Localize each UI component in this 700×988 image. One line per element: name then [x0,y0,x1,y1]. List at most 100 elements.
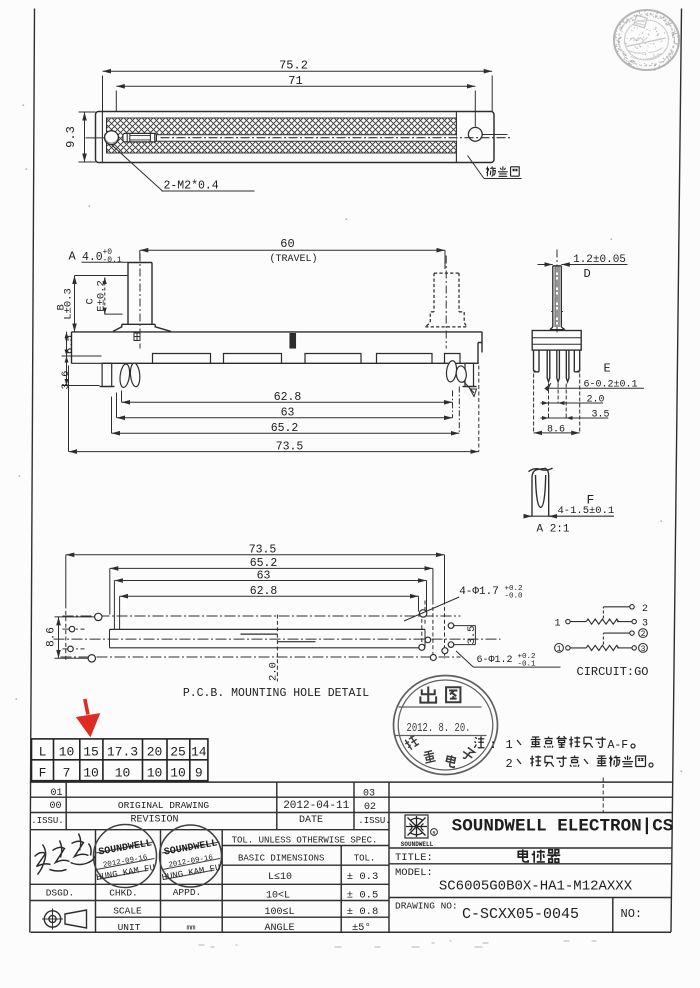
svg-text:4-1.5±0.1: 4-1.5±0.1 [558,505,615,517]
svg-text:6.5: 6.5 [64,335,76,354]
svg-text:TOL. UNLESS OTHERWISE SPEC.: TOL. UNLESS OTHERWISE SPEC. [232,836,378,846]
svg-text:9: 9 [195,766,203,781]
svg-text:SOUNDWELL: SOUNDWELL [401,841,434,848]
svg-text:UNIT: UNIT [118,922,141,933]
svg-text:L≤10: L≤10 [268,872,292,883]
svg-text:15: 15 [83,745,99,760]
svg-text:17.3: 17.3 [107,745,138,760]
svg-text:.ISSU.: .ISSU. [358,816,390,826]
svg-text:2-M2*0.4: 2-M2*0.4 [164,180,219,193]
svg-text:62.8: 62.8 [274,391,302,404]
svg-text:10: 10 [59,745,75,760]
svg-text:2: 2 [506,757,513,771]
svg-text:1: 1 [557,645,562,654]
svg-text:2: 2 [642,604,648,615]
svg-text:+0.2: +0.2 [505,585,523,593]
svg-text:62.8: 62.8 [250,585,278,598]
svg-text:65.2: 65.2 [250,557,278,570]
svg-text:.ISSU.: .ISSU. [31,816,63,826]
svg-text:65.2: 65.2 [271,422,299,435]
svg-text:CIRCUIT:GO: CIRCUIT:GO [577,665,649,679]
svg-text:1.2±0.05: 1.2±0.05 [573,254,626,266]
svg-text::: : [490,738,497,752]
svg-text:02: 02 [364,802,376,813]
svg-text:6-Φ1.2: 6-Φ1.2 [477,655,513,666]
svg-text:ANGLE: ANGLE [264,923,294,934]
svg-text:C-SCXX05-0045: C-SCXX05-0045 [462,906,579,923]
svg-text:SOUNDWELL ELECTRON|CS: SOUNDWELL ELECTRON|CS [452,817,674,837]
svg-text:2012. 8. 20.: 2012. 8. 20. [407,721,471,735]
svg-text:-0.0: -0.0 [505,593,524,601]
svg-text:00: 00 [49,801,61,812]
svg-text:C: C [85,298,97,304]
svg-text:100≤L: 100≤L [264,907,294,918]
svg-text:8.6: 8.6 [46,627,58,647]
svg-text:L±0.3: L±0.3 [63,288,75,320]
svg-text:10: 10 [115,766,131,781]
svg-text:14: 14 [191,745,207,760]
svg-text:SCALE: SCALE [113,906,142,917]
svg-text:NO:: NO: [621,907,643,921]
svg-text:63: 63 [257,569,271,582]
svg-text:CHKD.: CHKD. [109,888,138,899]
svg-text:L: L [39,745,47,760]
svg-text:REVISION: REVISION [130,815,178,826]
svg-text:4.0: 4.0 [82,251,103,264]
svg-text:+0.2: +0.2 [518,653,536,661]
svg-text:1: 1 [554,619,560,630]
svg-text:F: F [39,766,47,781]
svg-text:6-0.2±0.1: 6-0.2±0.1 [584,380,638,391]
svg-text:BASIC DIMENSIONS: BASIC DIMENSIONS [238,853,324,863]
svg-text:MODEL:: MODEL: [395,867,433,879]
svg-text:7: 7 [63,766,71,781]
svg-text:TOL.: TOL. [354,853,376,863]
svg-text:8.6: 8.6 [547,424,565,435]
svg-text:F: F [587,493,595,508]
svg-text:10: 10 [83,766,99,781]
svg-text:SC6005G0B0X-HA1-M12AXXX: SC6005G0B0X-HA1-M12AXXX [439,879,633,895]
svg-text:10: 10 [170,766,186,781]
svg-text:DSGD.: DSGD. [46,888,75,899]
svg-text:E±0.2: E±0.2 [96,280,108,312]
svg-text:A-F: A-F [608,739,629,752]
svg-text:± 0.5: ± 0.5 [347,890,379,902]
svg-text:B: B [56,304,68,310]
svg-text:03: 03 [363,789,375,800]
svg-text:10<L: 10<L [266,891,290,902]
svg-text:ORIGINAL DRAWING: ORIGINAL DRAWING [118,800,210,811]
svg-text:P.C.B. MOUNTING HOLE DETAIL: P.C.B. MOUNTING HOLE DETAIL [183,687,369,700]
svg-text:D: D [584,267,591,281]
svg-text:APPD.: APPD. [173,887,202,898]
svg-text:25: 25 [170,745,186,760]
svg-text:3.5: 3.5 [591,409,609,420]
svg-text:mm: mm [186,925,196,933]
svg-text:9.3: 9.3 [64,126,78,148]
svg-text:DATE: DATE [299,815,323,826]
svg-text:73.5: 73.5 [276,440,304,453]
svg-text:4-Φ1.7: 4-Φ1.7 [459,586,499,598]
svg-text:-0.1: -0.1 [103,256,122,265]
svg-text:73.5: 73.5 [249,543,277,556]
svg-text:3.6: 3.6 [60,371,72,390]
svg-text:A 2:1: A 2:1 [537,524,570,536]
svg-text:20: 20 [147,745,163,760]
svg-text:2.0: 2.0 [586,394,604,405]
svg-text:3.5: 3.5 [466,626,478,645]
svg-text:1: 1 [506,738,513,752]
svg-text:3: 3 [642,619,648,630]
svg-text:(TRAVEL): (TRAVEL) [269,253,317,265]
svg-text:71: 71 [288,74,302,88]
svg-text:±5°: ±5° [352,922,371,934]
svg-text:± 0.3: ± 0.3 [347,871,379,883]
svg-text:75.2: 75.2 [279,59,308,73]
svg-text:3: 3 [641,645,646,654]
svg-text:10: 10 [147,766,163,781]
svg-text:60: 60 [280,237,294,251]
svg-text:E: E [604,362,611,376]
svg-text:TITLE:: TITLE: [395,852,433,864]
svg-text:2: 2 [641,630,646,639]
svg-text:R: R [432,831,435,837]
svg-text:01: 01 [50,788,62,799]
svg-text:DRAWING NO:: DRAWING NO: [395,901,458,912]
svg-text:2.0: 2.0 [268,662,280,681]
